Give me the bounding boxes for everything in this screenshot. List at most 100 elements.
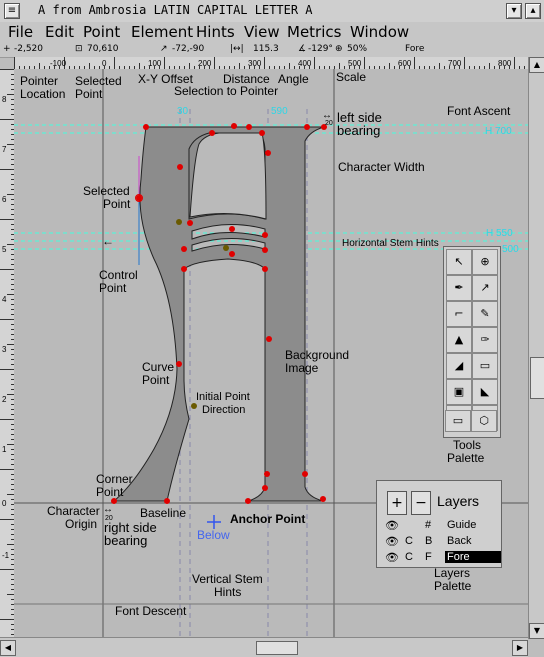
- outline-point[interactable]: [246, 124, 252, 130]
- selected-point-value: 70,610: [87, 44, 119, 54]
- flip-tool-icon[interactable]: ◣: [472, 379, 498, 405]
- freehand-tool-icon[interactable]: ✒: [446, 275, 472, 301]
- menu-hints[interactable]: Hints: [196, 23, 235, 41]
- outline-point[interactable]: [245, 498, 251, 504]
- offset-icon: ↗: [160, 44, 168, 54]
- outline-point[interactable]: [231, 123, 237, 129]
- scale-tool-icon[interactable]: ▭: [472, 353, 498, 379]
- outline-point[interactable]: [181, 266, 187, 272]
- minimize-icon[interactable]: ▾: [506, 3, 522, 19]
- horizontal-scrollbar[interactable]: ◀ ▶: [0, 637, 528, 657]
- menu-metrics[interactable]: Metrics: [287, 23, 342, 41]
- outline-point[interactable]: [229, 226, 235, 232]
- scroll-left-icon[interactable]: ◀: [0, 640, 16, 656]
- outline-point[interactable]: [181, 246, 187, 252]
- outline-point[interactable]: [111, 498, 117, 504]
- horizontal-ruler-ticks: [14, 57, 530, 69]
- glyph-outline[interactable]: [112, 126, 325, 502]
- layer-row-guide[interactable]: 👁 # Guide: [377, 519, 501, 533]
- distance-icon: |↔|: [230, 44, 244, 54]
- stem-hint-value-2: 500: [502, 244, 519, 255]
- remove-layer-button[interactable]: −: [411, 491, 431, 515]
- curve-point-tool-icon[interactable]: ⌐: [446, 301, 472, 327]
- maximize-icon[interactable]: ▴: [525, 3, 541, 19]
- menu-point[interactable]: Point: [83, 23, 121, 41]
- outline-point[interactable]: [304, 124, 310, 130]
- outline-point[interactable]: [262, 485, 268, 491]
- menu-element[interactable]: Element: [131, 23, 194, 41]
- outline-point[interactable]: [264, 471, 270, 477]
- window-menu-icon[interactable]: ≡: [4, 3, 20, 19]
- outline-point[interactable]: [177, 164, 183, 170]
- outline-point[interactable]: [266, 336, 272, 342]
- scroll-up-icon[interactable]: ▲: [529, 57, 544, 73]
- outline-point[interactable]: [262, 266, 268, 272]
- selected-point-marker[interactable]: [135, 194, 143, 202]
- scroll-tool-icon[interactable]: ↗: [472, 275, 498, 301]
- eye-icon[interactable]: 👁: [385, 520, 399, 532]
- tools-palette: ↖ ⊕ ✒ ↗ ⌐ ✎ ▲ ✑ ◢ ▭ ▣ ◣ ○ ◇: [443, 246, 501, 438]
- polygon-tool-icon[interactable]: ⬡: [471, 410, 497, 432]
- magnify-tool-icon[interactable]: ⊕: [472, 249, 498, 275]
- vertical-scroll-thumb[interactable]: [530, 357, 544, 399]
- outline-point[interactable]: [143, 124, 149, 130]
- ruler-label: 6: [2, 195, 7, 204]
- menu-window[interactable]: Window: [350, 23, 410, 41]
- anchor-point-marker[interactable]: [207, 515, 221, 529]
- initial-point-marker[interactable]: [176, 219, 182, 225]
- eye-icon[interactable]: 👁: [385, 552, 399, 564]
- outline-point[interactable]: [259, 130, 265, 136]
- scroll-down-icon[interactable]: ▼: [529, 623, 544, 639]
- ruler-label: -1: [2, 551, 10, 560]
- layer-name: Back: [447, 535, 472, 547]
- outline-point[interactable]: [136, 195, 142, 201]
- rotate-tool-icon[interactable]: ▣: [446, 379, 472, 405]
- pen-tool-icon[interactable]: ✎: [472, 301, 498, 327]
- ruler-label: 100: [148, 59, 162, 68]
- outline-point[interactable]: [262, 247, 268, 253]
- curve-point-marker[interactable]: [223, 245, 229, 251]
- direction-point-marker[interactable]: [191, 403, 197, 409]
- selected-point-icon: ⊡: [75, 44, 83, 54]
- tangent-point-tool-icon[interactable]: ▲: [446, 327, 472, 353]
- outline-point[interactable]: [320, 496, 326, 502]
- angle-icon: ∡: [298, 44, 307, 54]
- layer-row-back[interactable]: 👁 C B Back: [377, 535, 501, 549]
- eye-icon[interactable]: 👁: [385, 536, 399, 548]
- outline-point[interactable]: [262, 232, 268, 238]
- outline-point[interactable]: [321, 124, 327, 130]
- outline-point[interactable]: [176, 361, 182, 367]
- outline-point[interactable]: [229, 251, 235, 257]
- label-angle: Angle: [278, 72, 309, 86]
- ruler-label: 3: [2, 345, 7, 354]
- outline-point[interactable]: [209, 130, 215, 136]
- outline-point[interactable]: [265, 150, 271, 156]
- outline-point[interactable]: [187, 220, 193, 226]
- ruler-tool-icon[interactable]: ◢: [446, 353, 472, 379]
- ruler-label: 200: [198, 59, 212, 68]
- layer-row-fore[interactable]: 👁 C F Fore: [377, 551, 501, 565]
- horizontal-ruler: -100 0 100 200 300 400 500 600 700 800: [14, 57, 530, 70]
- vertical-scrollbar[interactable]: ▲ ▼: [528, 57, 544, 639]
- scroll-right-icon[interactable]: ▶: [512, 640, 528, 656]
- horizontal-scroll-thumb[interactable]: [256, 641, 298, 655]
- outline-point[interactable]: [302, 471, 308, 477]
- menu-file[interactable]: File: [8, 23, 34, 41]
- rectangle-tool-icon[interactable]: ▭: [445, 410, 471, 432]
- bearing-value-top: 20: [325, 120, 333, 127]
- add-layer-button[interactable]: +: [387, 491, 407, 515]
- xy-offset-value: -72,-90: [172, 44, 205, 54]
- outline-point[interactable]: [164, 498, 170, 504]
- layer-col2: F: [425, 551, 432, 563]
- menu-view[interactable]: View: [244, 23, 280, 41]
- pointer-tool-icon[interactable]: ↖: [446, 249, 472, 275]
- menu-edit[interactable]: Edit: [45, 23, 75, 41]
- layer-name-selected: Fore: [445, 551, 501, 563]
- knife-tool-icon[interactable]: ✑: [472, 327, 498, 353]
